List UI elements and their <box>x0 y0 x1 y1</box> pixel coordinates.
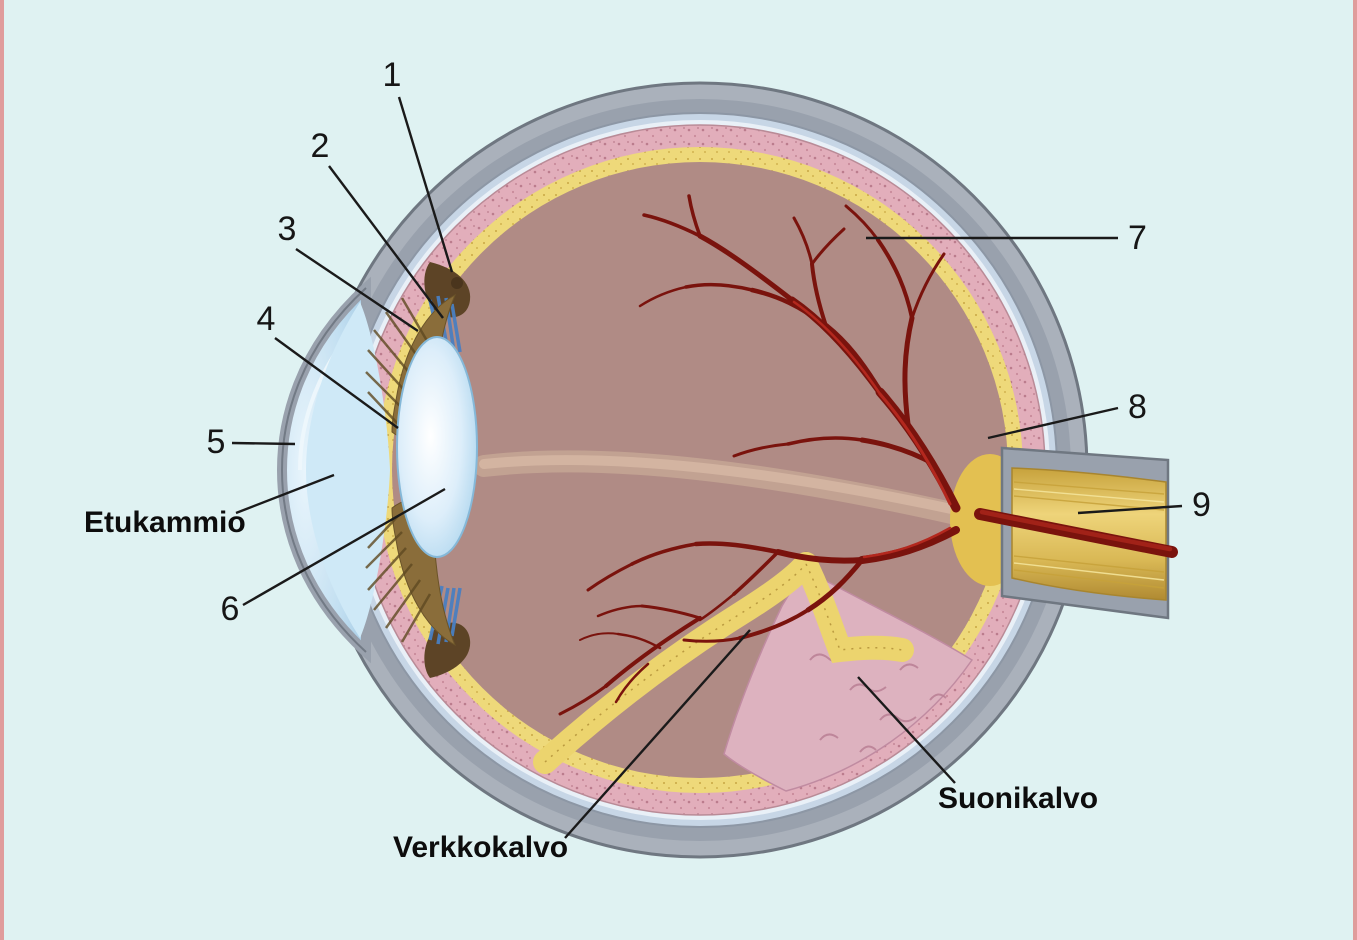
iris-texture <box>365 297 432 643</box>
callout-label-1: 1 <box>383 56 402 94</box>
callout-7: 7 <box>866 219 1147 257</box>
ciliary-body-top <box>424 262 471 318</box>
label-retina: Verkkokalvo <box>393 629 751 864</box>
leader-line-8 <box>987 406 1119 440</box>
callout-9: 9 <box>1077 486 1211 524</box>
anterior-chamber <box>306 302 390 638</box>
leader-line-1 <box>397 96 454 273</box>
leader-line-etukammio <box>235 473 335 515</box>
callout-4: 4 <box>257 300 399 429</box>
leader-line-5 <box>231 441 296 446</box>
iris-lower <box>391 495 457 647</box>
detached-retina-flap <box>533 551 914 774</box>
leader-line-suonikalvo <box>857 676 956 784</box>
ciliary-body-bottom <box>424 622 471 678</box>
label-suonikalvo: Suonikalvo <box>938 782 1098 815</box>
leader-line-4 <box>274 337 399 429</box>
callout-label-4: 4 <box>257 300 276 338</box>
frame-border-left <box>0 0 4 940</box>
callout-5: 5 <box>207 423 296 461</box>
frame-border-right <box>1353 0 1357 940</box>
callout-1: 1 <box>383 56 454 273</box>
flap-vessels <box>558 604 702 716</box>
callout-6: 6 <box>221 487 446 628</box>
leader-line-6 <box>242 487 446 607</box>
callout-3: 3 <box>278 210 419 332</box>
optic-nerve <box>974 446 1178 620</box>
callout-label-5: 5 <box>207 423 226 461</box>
label-choroid: Suonikalvo <box>857 676 1098 815</box>
leader-line-verkkokalvo <box>564 629 751 839</box>
retinal-vessels-upper <box>638 194 961 513</box>
lens <box>396 336 478 558</box>
leader-line-9 <box>1077 504 1183 515</box>
callout-label-2: 2 <box>311 127 330 165</box>
callout-label-9: 9 <box>1192 486 1211 524</box>
retinal-vessels-lower <box>586 526 960 643</box>
callouts: 1 2 3 4 5 6 7 8 <box>84 56 1211 864</box>
label-anterior-chamber: Etukammio <box>84 473 335 539</box>
callout-label-3: 3 <box>278 210 297 248</box>
callout-8: 8 <box>987 388 1147 440</box>
leader-line-2 <box>328 165 444 319</box>
callout-label-8: 8 <box>1128 388 1147 426</box>
callout-2: 2 <box>311 127 444 319</box>
leader-line-3 <box>295 248 419 332</box>
anterior-segment <box>276 262 478 678</box>
label-verkkokalvo: Verkkokalvo <box>393 831 568 864</box>
hyaloid-canal <box>473 450 967 525</box>
exposed-choroid-area <box>723 569 974 792</box>
callout-label-7: 7 <box>1128 219 1147 257</box>
callout-label-6: 6 <box>221 590 240 628</box>
label-etukammio: Etukammio <box>84 506 246 539</box>
